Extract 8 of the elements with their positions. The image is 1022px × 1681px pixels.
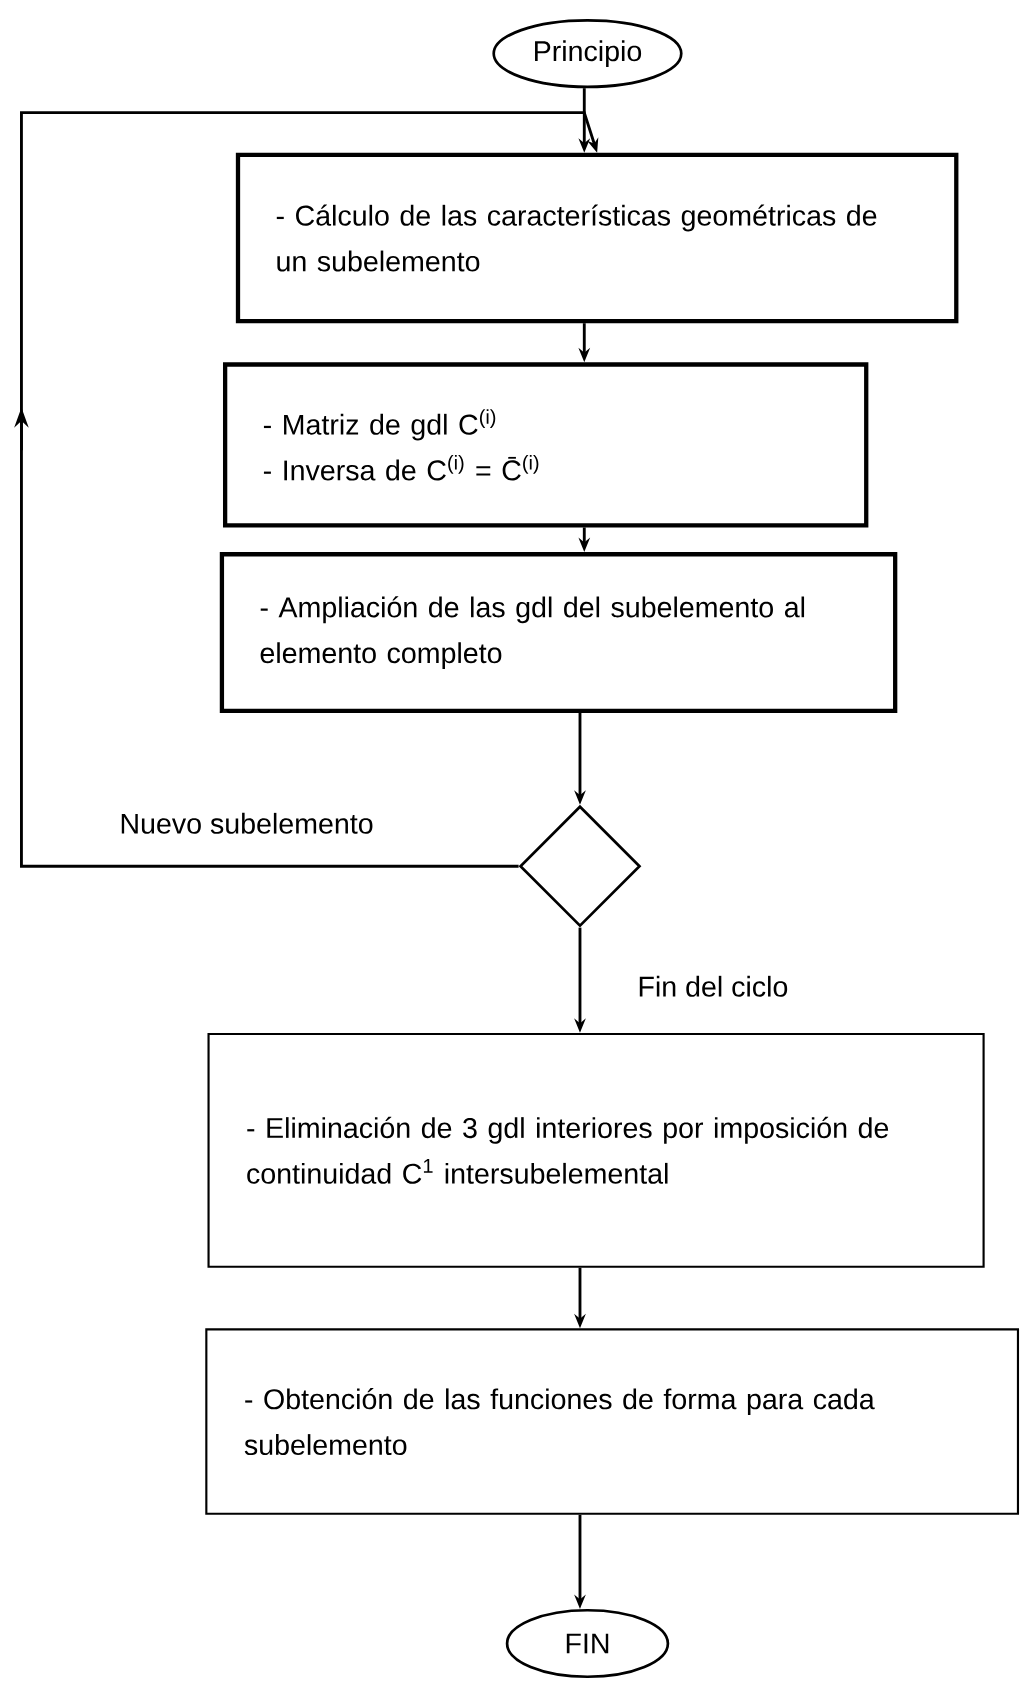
arrow [20,111,599,868]
process-box: - Eliminación de 3 gdl interiores por imposición de continuidad C$^{1}$ intersubelemental [207,1032,985,1268]
edge-label: Nuevo subelemento [118,811,376,836]
process-box: - Obtención de las funciones de forma para cada subelemento [205,1328,1020,1515]
process-box: - Ampliación de las gdl del subelemento al elemento completo [219,552,898,713]
edge-label: Fin del ciclo [636,974,790,999]
process-box: - Cálculo de las características geométricas de un subelemento [236,152,959,324]
process-box: - Matriz de gdl C$^{(i)}$ - Inversa de C$^{(i)}$ = C̄$^{(i)}$ [223,362,869,528]
